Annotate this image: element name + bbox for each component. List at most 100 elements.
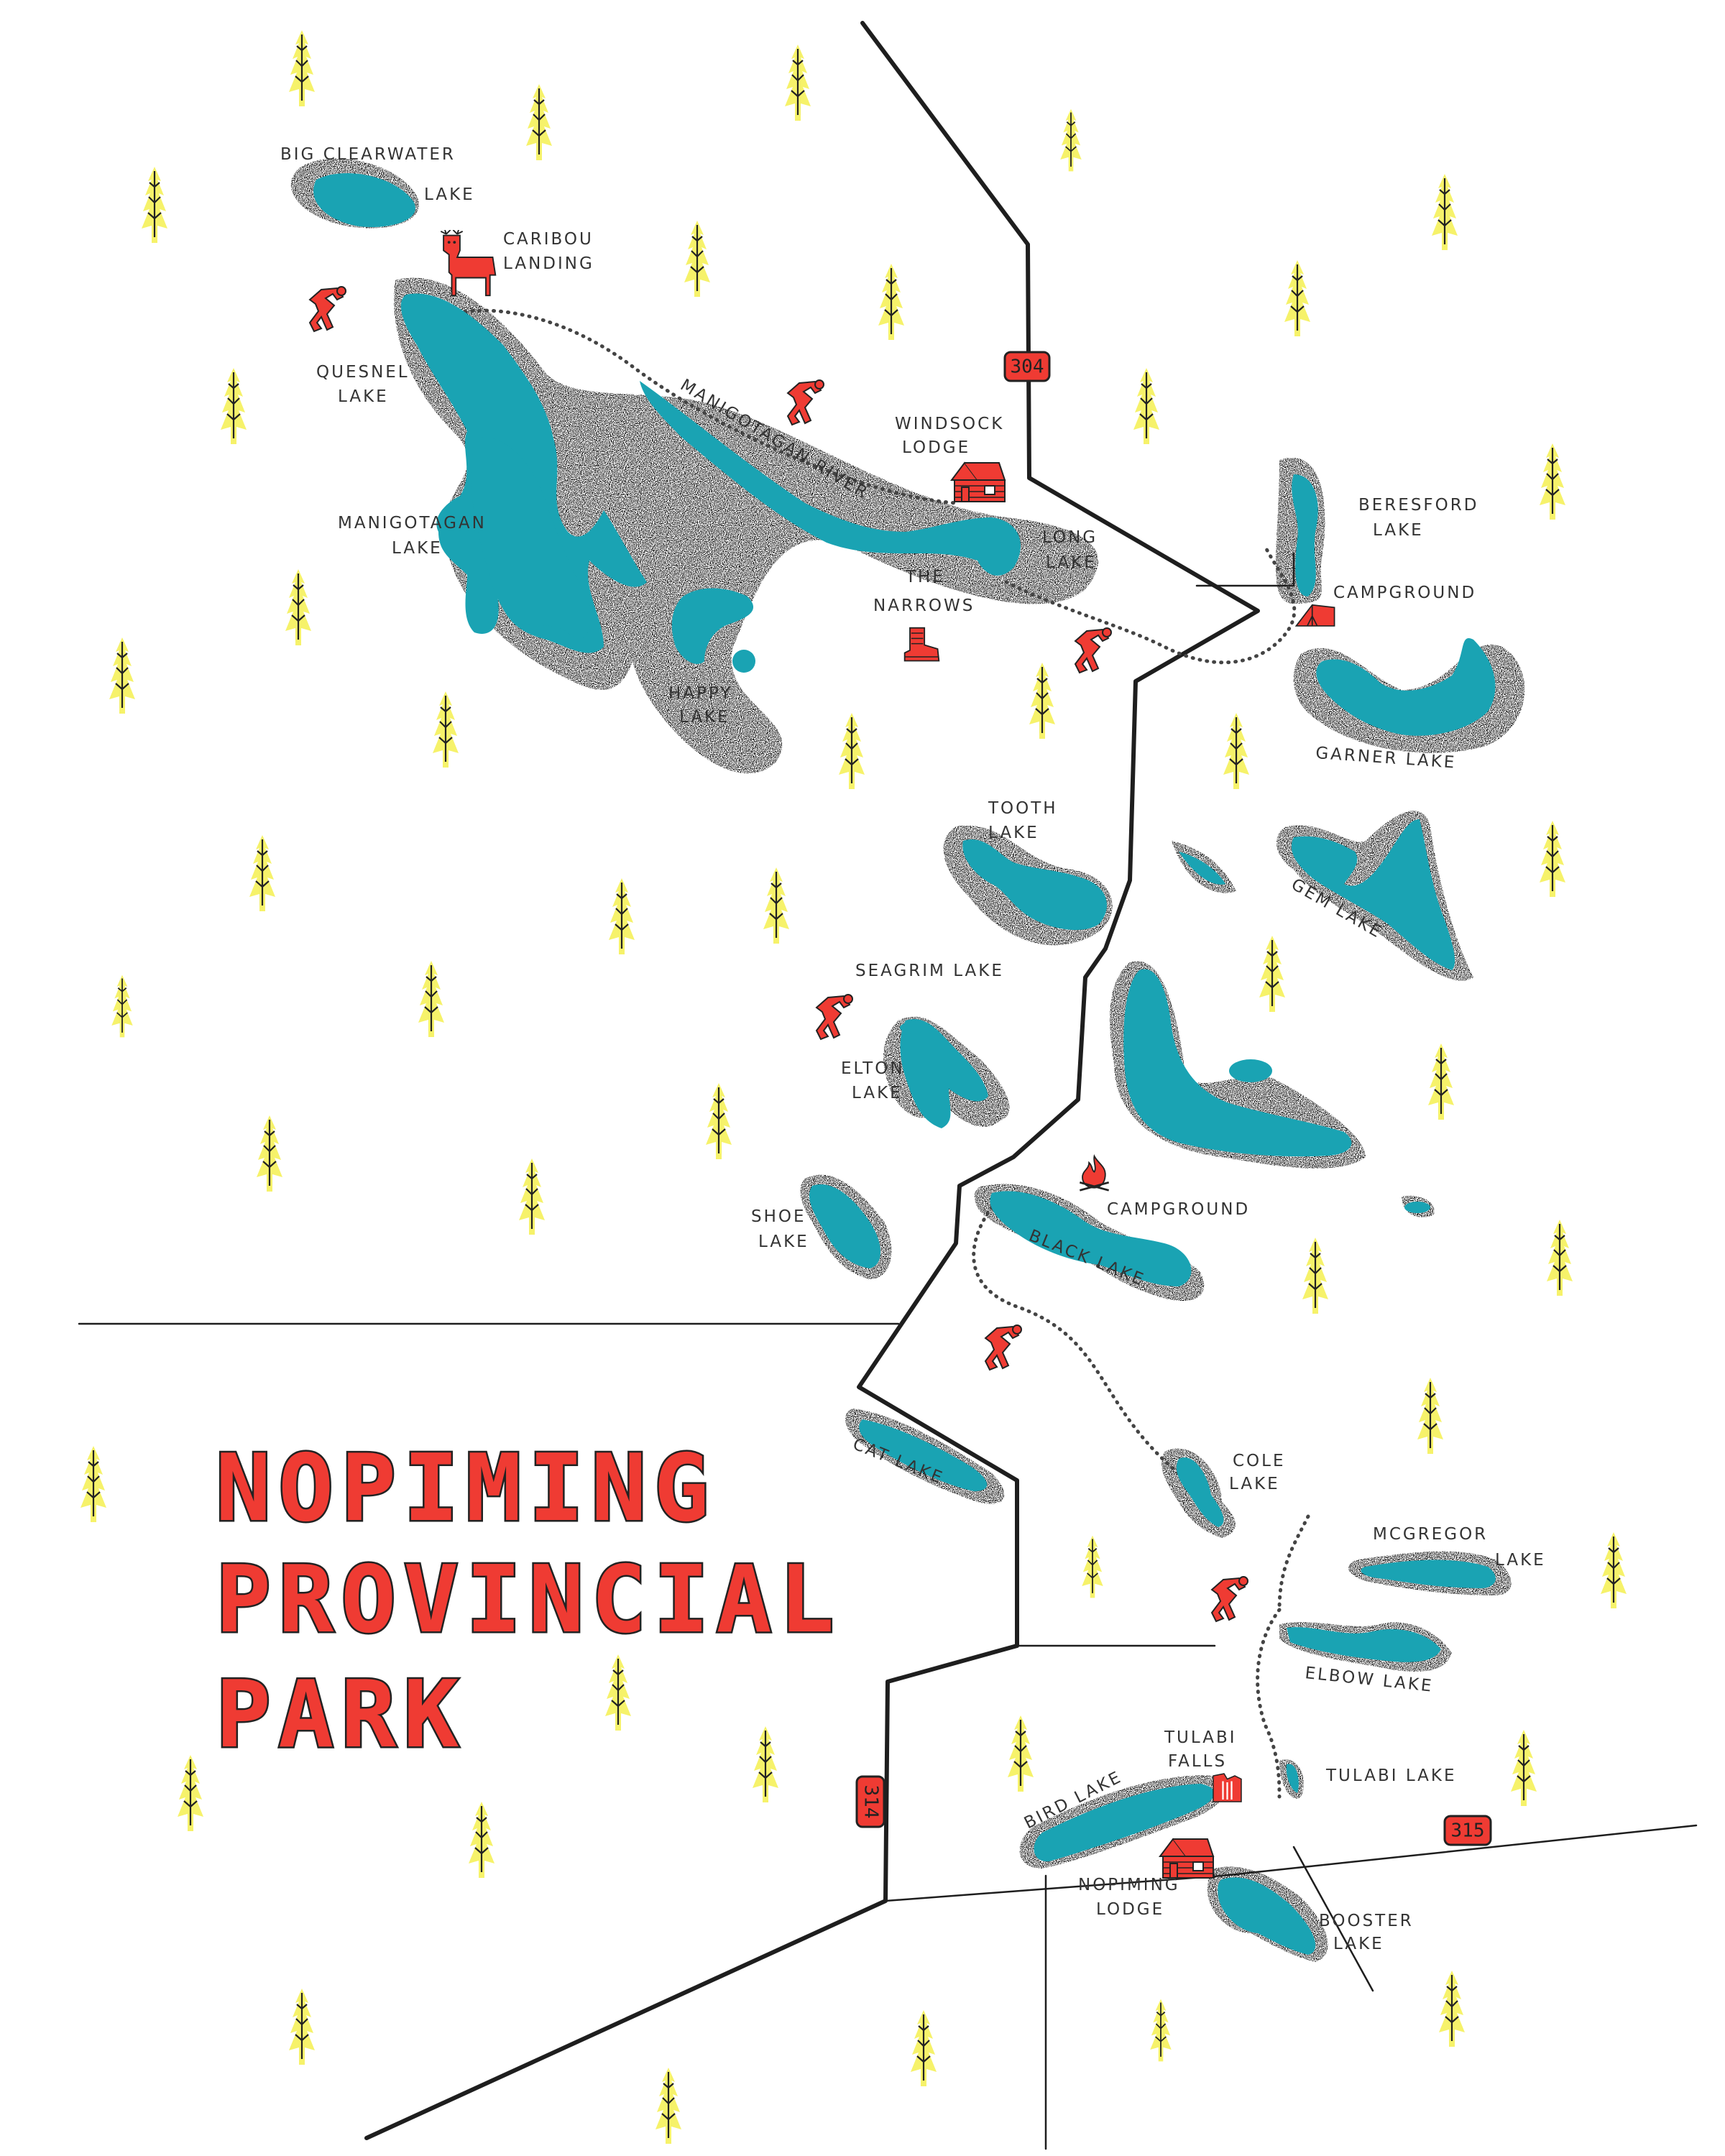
highway-314-shield: 314 bbox=[855, 1775, 886, 1828]
happy-lake bbox=[671, 588, 754, 664]
elton-lake-islet bbox=[900, 1022, 926, 1033]
booster-lake-label-2: LAKE bbox=[1333, 1935, 1384, 1953]
pine-tree-icon bbox=[1081, 1534, 1104, 1599]
nopiming-lodge-label: NOPIMING bbox=[1078, 1876, 1180, 1894]
cabin-icon bbox=[951, 462, 1006, 502]
pine-tree-icon bbox=[431, 690, 460, 769]
happy-lake-islet bbox=[732, 650, 755, 673]
pine-tree-icon bbox=[704, 1082, 733, 1161]
gem-lake bbox=[1291, 819, 1455, 970]
highway-315-shield: 315 bbox=[1443, 1815, 1492, 1846]
pine-tree-icon bbox=[288, 1987, 316, 2066]
falls-icon bbox=[1212, 1772, 1243, 1803]
pine-tree-icon bbox=[1599, 1531, 1628, 1610]
elton-lake-label: ELTON bbox=[841, 1059, 905, 1078]
pine-tree-icon bbox=[683, 219, 712, 298]
tulabi-lake-label: TULABI LAKE bbox=[1325, 1766, 1457, 1785]
pine-tree-icon bbox=[111, 974, 134, 1038]
the-narrows-label-2: NARROWS bbox=[873, 596, 975, 615]
pine-tree-icon bbox=[909, 2009, 938, 2088]
hiker-icon bbox=[1211, 1576, 1248, 1622]
big-lake-central-arm bbox=[1229, 1059, 1272, 1082]
pine-tree-icon bbox=[1006, 1714, 1035, 1793]
hiker-icon bbox=[1075, 627, 1112, 673]
caribou-icon bbox=[440, 230, 497, 297]
pine-tree-icon bbox=[525, 83, 553, 162]
manigotagan-lake-west bbox=[471, 437, 592, 638]
mcgregor-lake-label-2: LAKE bbox=[1495, 1551, 1546, 1570]
pine-tree-icon bbox=[1301, 1236, 1330, 1315]
big-clearwater-lake bbox=[313, 173, 415, 227]
tooth-lake bbox=[962, 839, 1107, 931]
mcgregor-lake bbox=[1361, 1560, 1496, 1588]
pine-tree-icon bbox=[1028, 661, 1057, 740]
pine-tree-icon bbox=[837, 711, 866, 791]
cole-lake-label-2: LAKE bbox=[1229, 1475, 1280, 1493]
cole-lake-label: COLE bbox=[1233, 1452, 1286, 1470]
happy-lake-label-2: LAKE bbox=[679, 708, 730, 727]
tooth-lake-label: TOOTH bbox=[988, 799, 1058, 818]
pine-tree-icon bbox=[108, 636, 137, 715]
boot-icon bbox=[903, 627, 940, 662]
big-clearwater-label: BIG CLEARWATER bbox=[280, 145, 456, 164]
pine-tree-icon bbox=[1545, 1218, 1574, 1297]
pine-tree-icon bbox=[248, 834, 277, 913]
pine-tree-icon bbox=[1059, 108, 1082, 172]
windsock-lodge-label: WINDSOCK bbox=[895, 415, 1004, 433]
beresford-lake-label-2: LAKE bbox=[1373, 521, 1424, 540]
pine-tree-icon bbox=[1258, 934, 1287, 1013]
pine-tree-icon bbox=[1538, 442, 1567, 521]
svg-text:304: 304 bbox=[1011, 356, 1044, 378]
seagrim-elton-lake bbox=[900, 1019, 988, 1128]
pine-tree-icon bbox=[518, 1157, 546, 1236]
tooth-lake-label-2: LAKE bbox=[988, 824, 1039, 842]
cole-lake bbox=[1176, 1457, 1224, 1527]
tulabi-falls-label: TULABI bbox=[1164, 1728, 1237, 1747]
campground-north-label: CAMPGROUND bbox=[1333, 584, 1476, 602]
tent-icon bbox=[1295, 604, 1335, 627]
garner-lake bbox=[1316, 638, 1496, 736]
manigotagan-lake-label: MANIGOTAGAN bbox=[338, 514, 487, 533]
pine-tree-icon bbox=[604, 1653, 632, 1732]
long-lake-label-2: LAKE bbox=[1046, 553, 1097, 572]
svg-text:315: 315 bbox=[1451, 1820, 1485, 1842]
small-lake-a bbox=[1179, 852, 1225, 885]
svg-text:314: 314 bbox=[860, 1785, 882, 1819]
pine-tree-icon bbox=[1149, 1998, 1172, 2063]
pine-tree-icon bbox=[1430, 172, 1459, 252]
title-line-1: NOPIMING bbox=[216, 1435, 717, 1542]
park-title: NOPIMING PROVINCIAL PARK bbox=[214, 1434, 837, 1771]
the-narrows-label: THE bbox=[905, 568, 945, 586]
lakes bbox=[313, 173, 1496, 1955]
pine-tree-icon bbox=[607, 877, 636, 956]
pine-tree-icon bbox=[176, 1754, 205, 1833]
booster-lake bbox=[1218, 1877, 1316, 1955]
pine-tree-icon bbox=[288, 29, 316, 108]
pine-tree-icon bbox=[1538, 819, 1567, 898]
pine-tree-icon bbox=[877, 262, 906, 341]
pine-tree-icon bbox=[1222, 711, 1251, 791]
long-lake-label: LONG bbox=[1042, 528, 1098, 547]
pine-tree-icon bbox=[1132, 367, 1161, 446]
elton-lake-label-2: LAKE bbox=[852, 1084, 903, 1102]
elbow-lake bbox=[1287, 1627, 1441, 1662]
highway-304-shield: 304 bbox=[1003, 351, 1051, 382]
cat-lake bbox=[859, 1419, 988, 1491]
windsock-lodge-label-2: LODGE bbox=[902, 438, 970, 457]
shoe-lake-label: SHOE bbox=[751, 1207, 806, 1226]
pine-tree-icon bbox=[751, 1725, 780, 1804]
pine-tree-icon bbox=[654, 2066, 683, 2145]
small-lake-east bbox=[1404, 1202, 1430, 1213]
pine-tree-icon bbox=[1438, 1969, 1466, 2048]
pine-tree-icon bbox=[140, 165, 169, 244]
pine-tree-icon bbox=[1283, 259, 1312, 338]
black-lake bbox=[990, 1191, 1192, 1286]
campground-south-label: CAMPGROUND bbox=[1107, 1200, 1250, 1219]
tulabi-lake bbox=[1286, 1764, 1299, 1793]
hiker-icon bbox=[309, 286, 346, 332]
beresford-lake-label: BERESFORD bbox=[1358, 496, 1478, 515]
pine-tree-icon bbox=[219, 367, 248, 446]
pine-tree-icon bbox=[284, 568, 313, 647]
nopiming-lodge-label-2: LODGE bbox=[1096, 1900, 1164, 1919]
booster-lake-label: BOOSTER bbox=[1319, 1912, 1414, 1930]
